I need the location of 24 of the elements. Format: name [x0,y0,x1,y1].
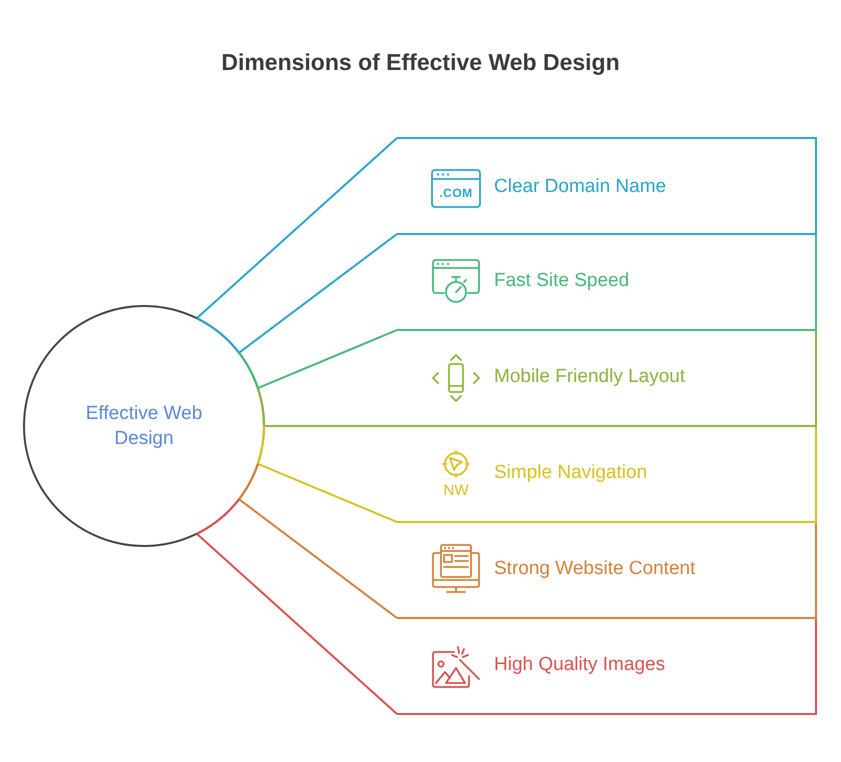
connector-line [264,425,397,427]
band-label: Clear Domain Name [494,176,666,198]
connector-line [257,462,398,523]
connector-line [257,329,398,390]
band-label: Mobile Friendly Layout [494,366,686,388]
band-label: High Quality Images [494,654,666,676]
connector-line [196,137,398,319]
band-panel [397,427,817,523]
band-panel [397,235,817,331]
hub-label: Effective Web Design [84,402,204,451]
band-panel [397,619,817,715]
band-panel [397,523,817,619]
domain-text: .COM [438,186,474,200]
band-label: Strong Website Content [494,558,696,580]
connector-line [238,498,398,619]
band-panel [397,137,817,235]
connector-line [238,233,398,354]
band-label: Fast Site Speed [494,270,630,292]
connector-line [196,533,398,715]
band-label: Simple Navigation [494,462,648,484]
hub-circle [22,304,266,548]
diagram-title: Dimensions of Effective Web Design [221,49,620,75]
direction-text: NW [442,482,470,500]
band-panel [397,331,817,427]
